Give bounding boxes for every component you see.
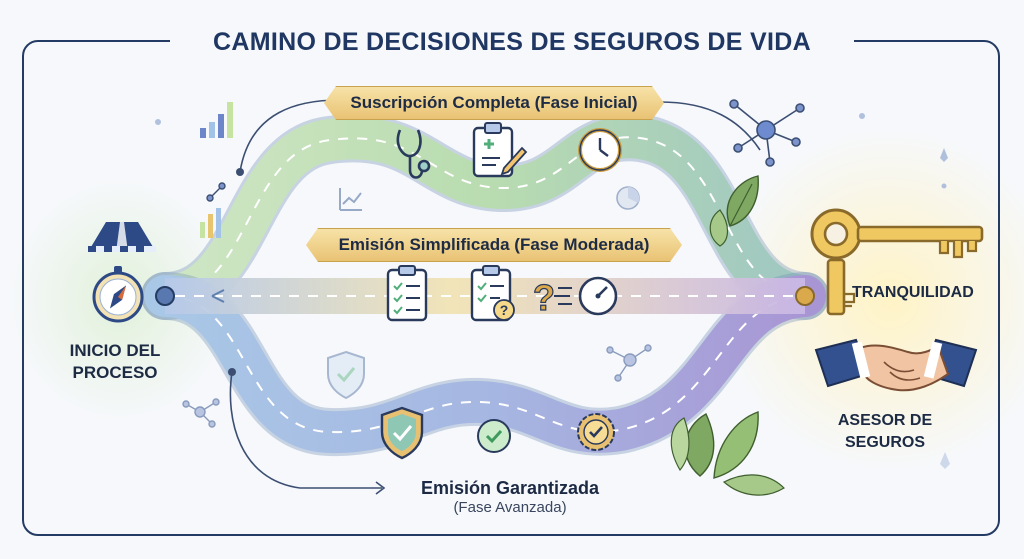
route-top-label: Suscripción Completa (Fase Inicial) xyxy=(324,86,664,120)
checklist-question-icon: ? xyxy=(470,265,515,322)
svg-text:?: ? xyxy=(500,302,509,318)
route-bottom-label: Emisión Garantizada xyxy=(420,478,600,498)
end-node xyxy=(795,286,815,306)
shield-faint-icon xyxy=(327,350,365,400)
clock-icon xyxy=(578,128,622,172)
route-bottom-sublabel: (Fase Avanzada) xyxy=(453,499,567,516)
advisor-label-line2: SEGUROS xyxy=(844,434,925,451)
svg-text:?: ? xyxy=(533,277,555,318)
route-middle-label: Emisión Simplificada (Fase Moderada) xyxy=(306,228,682,262)
key-icon xyxy=(810,208,984,316)
trend-chart-icon xyxy=(339,188,362,211)
network-tiny-icon xyxy=(206,182,226,202)
network-left-icon xyxy=(182,398,220,428)
shield-check-icon xyxy=(380,406,424,460)
page-title: CAMINO DE DECISIONES DE SEGUROS DE VIDA xyxy=(170,22,854,62)
road-icon xyxy=(88,222,156,252)
advisor-label: ASESOR DE SEGUROS xyxy=(820,410,950,454)
pie-chart-icon xyxy=(616,186,640,210)
sparkle-icon xyxy=(155,113,950,469)
question-icon: ? xyxy=(532,276,555,318)
compass-icon xyxy=(92,266,144,323)
start-label-line2: PROCESO xyxy=(72,363,158,382)
checklist-icon xyxy=(386,265,428,322)
road-top xyxy=(141,113,829,320)
check-circle-icon xyxy=(477,419,511,453)
handshake-icon xyxy=(814,338,978,392)
clipboard-medical-icon xyxy=(472,122,528,178)
speedometer-icon xyxy=(554,276,618,316)
bar-chart-icon xyxy=(200,102,233,138)
network-small-icon xyxy=(606,344,652,382)
start-label-line1: INICIO DEL xyxy=(69,341,161,360)
network-icon xyxy=(729,99,805,167)
start-label: INICIO DEL PROCESO xyxy=(40,340,190,384)
peace-label: TRANQUILIDAD xyxy=(852,284,974,301)
bar-chart-small-icon xyxy=(200,208,221,238)
leaf-bottom-icon xyxy=(670,411,785,496)
advisor-label-line1: ASESOR DE xyxy=(837,412,933,429)
start-node xyxy=(155,286,175,306)
road-bottom xyxy=(141,272,829,457)
leaf-icon xyxy=(709,175,759,247)
stethoscope-icon xyxy=(396,129,431,179)
check-badge-icon xyxy=(577,413,615,451)
